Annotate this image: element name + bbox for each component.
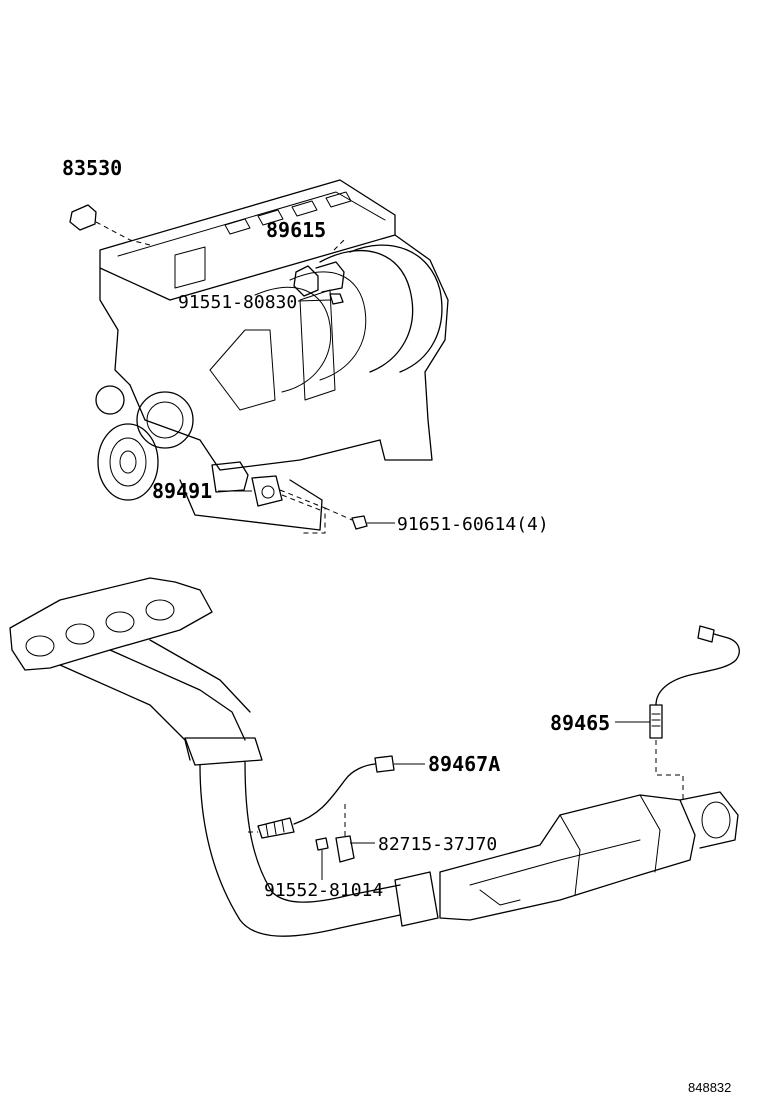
sensor-89491: 89491	[152, 461, 321, 511]
sensor-89467a: 89467A	[248, 752, 500, 839]
label-89465: 89465	[550, 711, 610, 735]
catalytic-converter	[439, 791, 739, 921]
exhaust-manifold	[9, 577, 439, 937]
bolt-91651-60614: 91651-60614(4)	[324, 507, 549, 535]
drawing-code: 848832	[688, 1080, 731, 1095]
bolt-91552-81014: 91552-81014	[264, 837, 383, 901]
bracket-82715-37j70: 82715-37J70	[335, 800, 497, 863]
oil-pressure-switch-83530: 83530	[62, 156, 151, 246]
engine-block	[95, 179, 449, 534]
sensor-89615: 89615	[266, 218, 345, 297]
label-91552-81014: 91552-81014	[264, 880, 383, 901]
label-91551-80830: 91551-80830	[178, 292, 297, 313]
label-83530: 83530	[62, 156, 122, 180]
label-89491: 89491	[152, 479, 212, 503]
oxygen-sensor-89465: 89465	[550, 625, 740, 800]
label-91651-60614: 91651-60614(4)	[397, 514, 549, 535]
bolt-91551-80830: 91551-80830	[178, 292, 344, 313]
label-82715-37j70: 82715-37J70	[378, 834, 497, 855]
label-89467a: 89467A	[428, 752, 500, 776]
label-89615: 89615	[266, 218, 326, 242]
